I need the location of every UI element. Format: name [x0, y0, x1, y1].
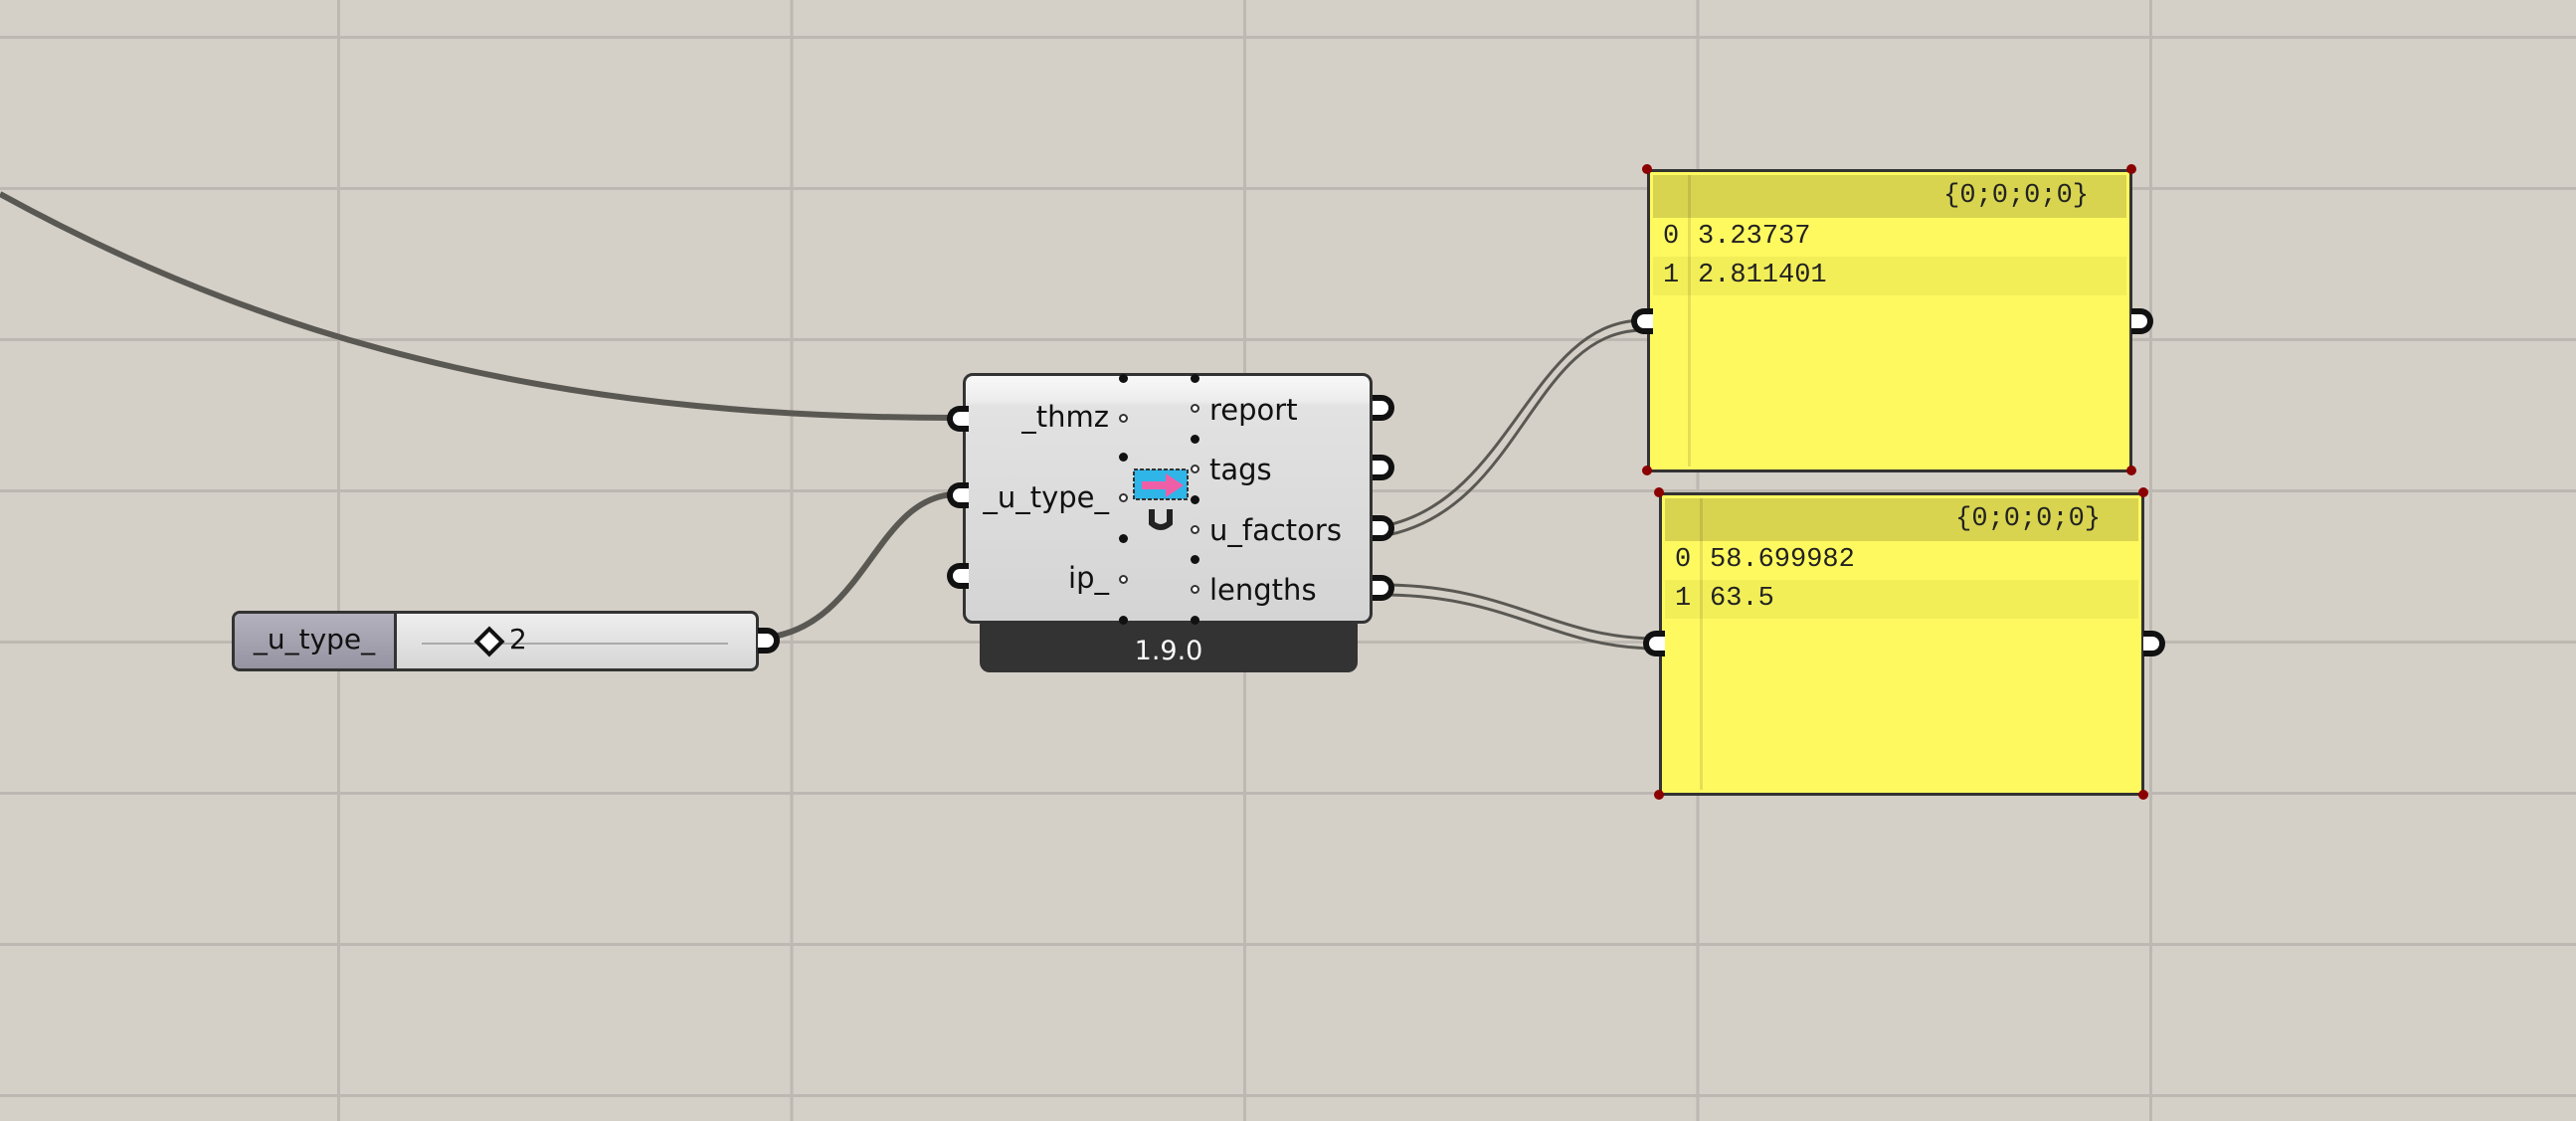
index-divider: [1700, 498, 1703, 790]
zui-minus-dot[interactable]: [1191, 525, 1199, 534]
zui-minus-dot[interactable]: [1119, 414, 1128, 423]
input-u-type[interactable]: _u_type_: [983, 480, 1109, 514]
selection-corner: [2138, 790, 2148, 800]
zui-plus-dot[interactable]: [1191, 495, 1199, 504]
slider-knob[interactable]: [473, 626, 505, 657]
zui-plus-dot[interactable]: [1191, 555, 1199, 564]
panel-path: {0;0;0;0}: [1955, 504, 2101, 534]
output-grip-lengths[interactable]: [1373, 575, 1394, 601]
output-lengths[interactable]: lengths: [1209, 573, 1317, 607]
zui-plus-dot[interactable]: [1119, 616, 1128, 625]
row-index: 0: [1663, 222, 1680, 252]
selection-corner: [2126, 466, 2136, 475]
output-tags[interactable]: tags: [1209, 453, 1272, 486]
zui-plus-dot[interactable]: [1119, 453, 1128, 462]
output-grip-tags[interactable]: [1373, 455, 1394, 480]
wire-u-factors-1: [1386, 318, 1642, 527]
zui-minus-dot[interactable]: [1119, 575, 1128, 584]
row-index: 1: [1675, 584, 1692, 614]
input-ip[interactable]: ip_: [1068, 561, 1109, 595]
input-grip-ip[interactable]: [947, 563, 969, 589]
panel-output-grip[interactable]: [2131, 308, 2153, 334]
zui-plus-dot[interactable]: [1119, 374, 1128, 383]
row-index: 0: [1675, 545, 1692, 575]
slider-name: _u_type_: [235, 614, 397, 668]
panel-row: 0 58.699982: [1665, 541, 2138, 580]
wire-lengths-1: [1386, 583, 1654, 641]
u-factors-panel[interactable]: {0;0;0;0} 0 3.23737 1 2.811401: [1647, 169, 2132, 472]
slider-output-grip[interactable]: [758, 628, 780, 654]
zui-minus-dot[interactable]: [1191, 465, 1199, 473]
output-grip-report[interactable]: [1373, 395, 1394, 421]
input-grip-u-type[interactable]: [947, 482, 969, 508]
selection-corner: [2138, 487, 2148, 497]
output-u-factors[interactable]: u_factors: [1209, 513, 1342, 547]
slider-track[interactable]: [422, 643, 728, 645]
input-thmz[interactable]: _thmz: [1021, 400, 1109, 434]
panel-header: {0;0;0;0}: [1665, 498, 2138, 541]
wire-lengths-2: [1386, 593, 1654, 651]
panel-input-grip[interactable]: [1631, 308, 1653, 334]
wire-u-type: [765, 491, 956, 641]
selection-corner: [2126, 164, 2136, 174]
zui-minus-dot[interactable]: [1191, 585, 1199, 594]
row-value: 2.811401: [1698, 261, 1827, 290]
panel-input-grip[interactable]: [1643, 631, 1665, 656]
panel-header: {0;0;0;0}: [1653, 175, 2126, 218]
index-divider: [1688, 175, 1691, 467]
input-grip-thmz[interactable]: [947, 406, 969, 432]
zui-plus-dot[interactable]: [1191, 374, 1199, 383]
slider-value: 2: [509, 623, 527, 655]
panel-path: {0;0;0;0}: [1943, 181, 2089, 211]
zui-plus-dot[interactable]: [1191, 435, 1199, 444]
u-type-number-slider[interactable]: _u_type_ 2: [232, 611, 759, 671]
panel-row: 1 2.811401: [1653, 257, 2126, 295]
row-value: 63.5: [1710, 584, 1774, 614]
wire-thmz: [0, 191, 956, 421]
construction-u-factor-icon: [1133, 468, 1189, 530]
output-report[interactable]: report: [1209, 393, 1298, 427]
zui-minus-dot[interactable]: [1191, 404, 1199, 413]
panel-row: 0 3.23737: [1653, 218, 2126, 257]
selection-corner: [1642, 466, 1652, 475]
row-value: 58.699982: [1710, 545, 1855, 575]
zui-plus-dot[interactable]: [1119, 534, 1128, 543]
selection-corner: [1642, 164, 1652, 174]
version-label: 1.9.0: [1134, 636, 1203, 666]
wire-u-factors-2: [1386, 328, 1642, 537]
selection-corner: [1654, 790, 1664, 800]
row-index: 1: [1663, 261, 1680, 290]
panel-output-grip[interactable]: [2143, 631, 2165, 656]
output-grip-u-factors[interactable]: [1373, 515, 1394, 541]
selection-corner: [1654, 487, 1664, 497]
zui-minus-dot[interactable]: [1119, 493, 1128, 502]
zui-plus-dot[interactable]: [1191, 616, 1199, 625]
row-value: 3.23737: [1698, 222, 1811, 252]
